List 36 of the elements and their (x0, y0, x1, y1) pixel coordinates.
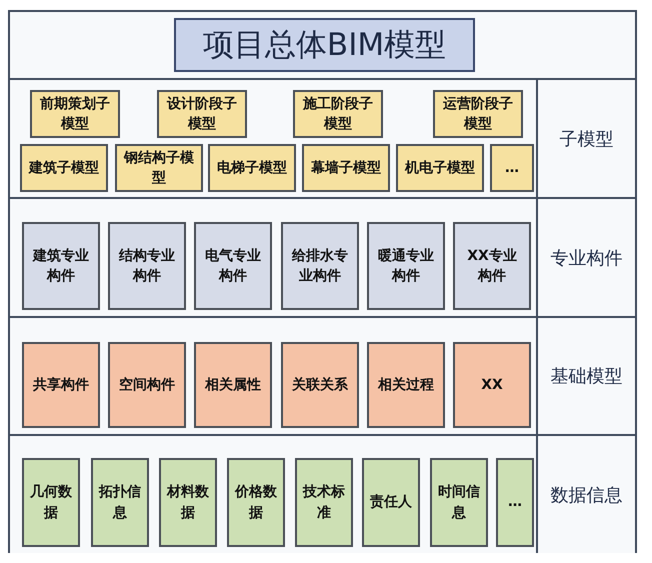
component-box: 钢结构子模型 (115, 144, 203, 192)
component-box: 运营阶段子模型 (433, 90, 523, 138)
layer-band (10, 78, 635, 197)
component-box: 前期策划子模型 (30, 90, 120, 138)
component-box: 暖通专业构件 (367, 222, 445, 310)
component-box: XX专业构件 (453, 222, 531, 310)
component-box: 技术标准 (295, 458, 353, 547)
layer-band (10, 316, 635, 434)
component-box: 电气专业构件 (194, 222, 272, 310)
component-box: 材料数据 (159, 458, 217, 547)
component-box: 设计阶段子模型 (157, 90, 247, 138)
component-box: 拓扑信息 (91, 458, 149, 547)
component-box: 责任人 (362, 458, 420, 547)
component-box: 时间信息 (430, 458, 488, 547)
component-box: XX (453, 342, 531, 428)
component-box: 空间构件 (108, 342, 186, 428)
component-box: … (496, 458, 534, 547)
component-box: 关联关系 (281, 342, 359, 428)
component-box: … (490, 144, 534, 192)
component-box: 建筑专业构件 (22, 222, 100, 310)
layer-label: 数据信息 (536, 436, 635, 553)
component-box: 共享构件 (22, 342, 100, 428)
title-box: 项目总体BIM模型 (174, 18, 475, 72)
layer-band (10, 197, 635, 316)
component-box: 建筑子模型 (20, 144, 108, 192)
component-box: 相关过程 (367, 342, 445, 428)
component-box: 价格数据 (227, 458, 285, 547)
component-box: 电梯子模型 (208, 144, 296, 192)
component-box: 机电子模型 (396, 144, 484, 192)
component-box: 几何数据 (22, 458, 80, 547)
layer-band (10, 434, 635, 553)
component-box: 结构专业构件 (108, 222, 186, 310)
component-box: 相关属性 (194, 342, 272, 428)
component-box: 给排水专业构件 (281, 222, 359, 310)
component-box: 施工阶段子模型 (293, 90, 383, 138)
component-box: 幕墙子模型 (302, 144, 390, 192)
